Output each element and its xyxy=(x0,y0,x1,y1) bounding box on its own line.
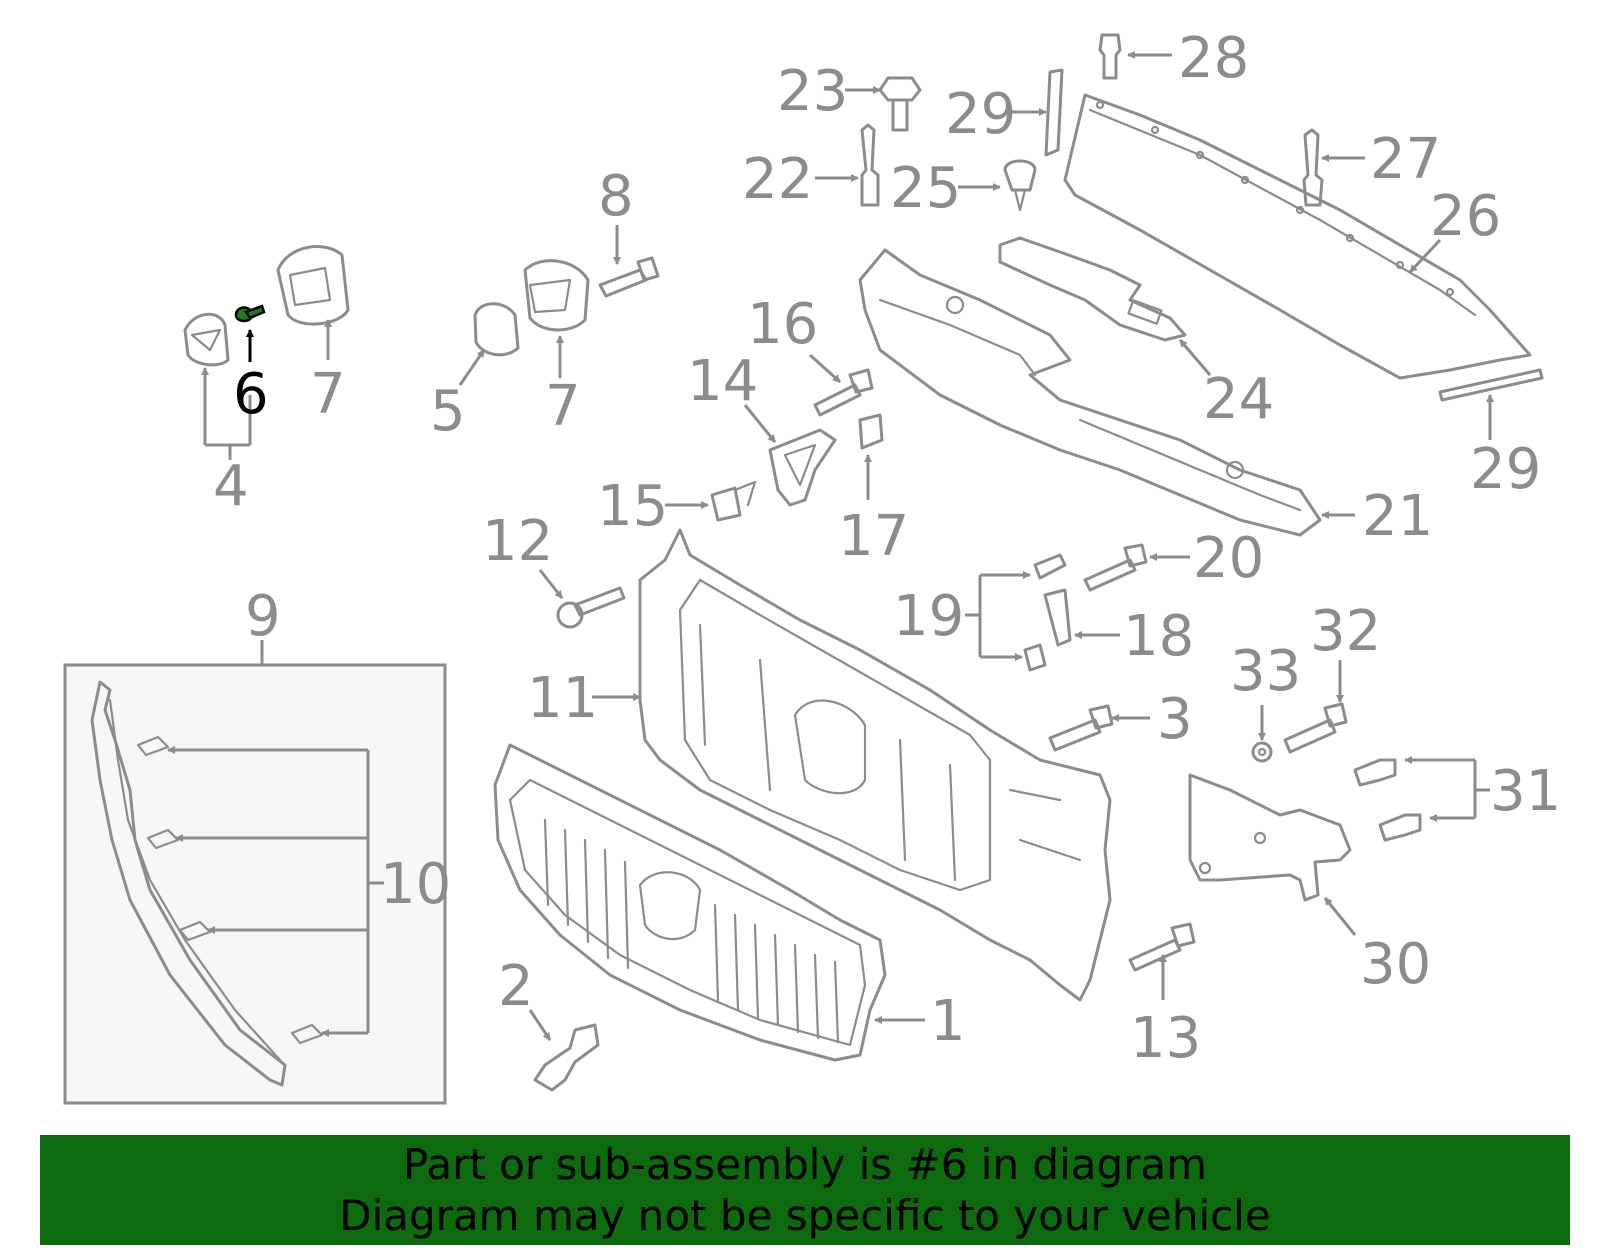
callout-15: 15 xyxy=(597,474,668,539)
banner-line-1: Part or sub-assembly is #6 in diagram xyxy=(402,1140,1208,1189)
callout-10: 10 xyxy=(380,852,451,917)
bolt-12 xyxy=(538,569,626,629)
callout-22: 22 xyxy=(742,147,813,212)
bracket-2 xyxy=(528,1009,600,1092)
callout-2: 2 xyxy=(498,954,534,1019)
emblem-group-left xyxy=(183,245,350,460)
callout-1: 1 xyxy=(930,989,966,1054)
callout-18: 18 xyxy=(1123,604,1194,669)
callout-3: 3 xyxy=(1157,687,1193,752)
callout-7-center: 7 xyxy=(545,374,581,439)
callout-23: 23 xyxy=(777,59,848,124)
pins-27-28 xyxy=(1098,33,1365,207)
shield-21 xyxy=(858,248,1355,537)
bolt-16 xyxy=(808,353,874,417)
fasteners-22-23-25 xyxy=(815,76,1037,212)
bolt-3 xyxy=(1048,704,1150,752)
duct-24 xyxy=(998,236,1212,376)
callout-28: 28 xyxy=(1178,26,1249,91)
callout-5: 5 xyxy=(430,379,466,444)
callout-9: 9 xyxy=(245,584,281,649)
callout-8: 8 xyxy=(598,164,634,229)
callout-4: 4 xyxy=(213,454,249,519)
callout-12: 12 xyxy=(482,509,553,574)
grille-reinforcement-11 xyxy=(592,528,1112,1002)
bracket-14-15 xyxy=(665,404,837,522)
inset-box-molding xyxy=(63,640,447,1105)
callout-25: 25 xyxy=(890,156,961,221)
callout-31: 31 xyxy=(1490,759,1561,824)
bolt-13 xyxy=(1128,922,1196,1000)
parts-18-19-20 xyxy=(965,543,1190,672)
banner-line-2: Diagram may not be specific to your vehi… xyxy=(339,1191,1271,1240)
callout-32: 32 xyxy=(1310,599,1381,664)
callout-27: 27 xyxy=(1370,127,1441,192)
callout-24: 24 xyxy=(1203,367,1274,432)
callout-29-right: 29 xyxy=(1470,437,1541,502)
clip-17 xyxy=(858,413,884,500)
callout-30: 30 xyxy=(1360,932,1431,997)
callout-14: 14 xyxy=(687,349,758,414)
callout-16: 16 xyxy=(747,292,818,357)
callout-17: 17 xyxy=(838,504,909,569)
callout-21: 21 xyxy=(1362,484,1433,549)
callout-13: 13 xyxy=(1130,1006,1201,1071)
callout-labels: 1 2 3 4 5 6 7 7 8 9 10 11 12 13 14 15 16… xyxy=(213,26,1561,1071)
strips-29 xyxy=(1010,68,1544,440)
callout-26: 26 xyxy=(1430,184,1501,249)
callout-7-left: 7 xyxy=(310,362,346,427)
callout-29-top: 29 xyxy=(945,82,1016,147)
grille-1 xyxy=(493,743,925,1062)
bracket-30-31-32-33 xyxy=(1188,660,1490,936)
panel-26 xyxy=(1063,93,1532,380)
callout-6: 6 xyxy=(233,362,269,427)
callout-20: 20 xyxy=(1193,526,1264,591)
clip-6-highlighted xyxy=(234,304,266,362)
info-banner: Part or sub-assembly is #6 in diagram Di… xyxy=(40,1135,1570,1245)
emblem-group-center xyxy=(458,225,660,386)
callout-19: 19 xyxy=(893,584,964,649)
callout-33: 33 xyxy=(1230,639,1301,704)
callout-11: 11 xyxy=(527,666,598,731)
